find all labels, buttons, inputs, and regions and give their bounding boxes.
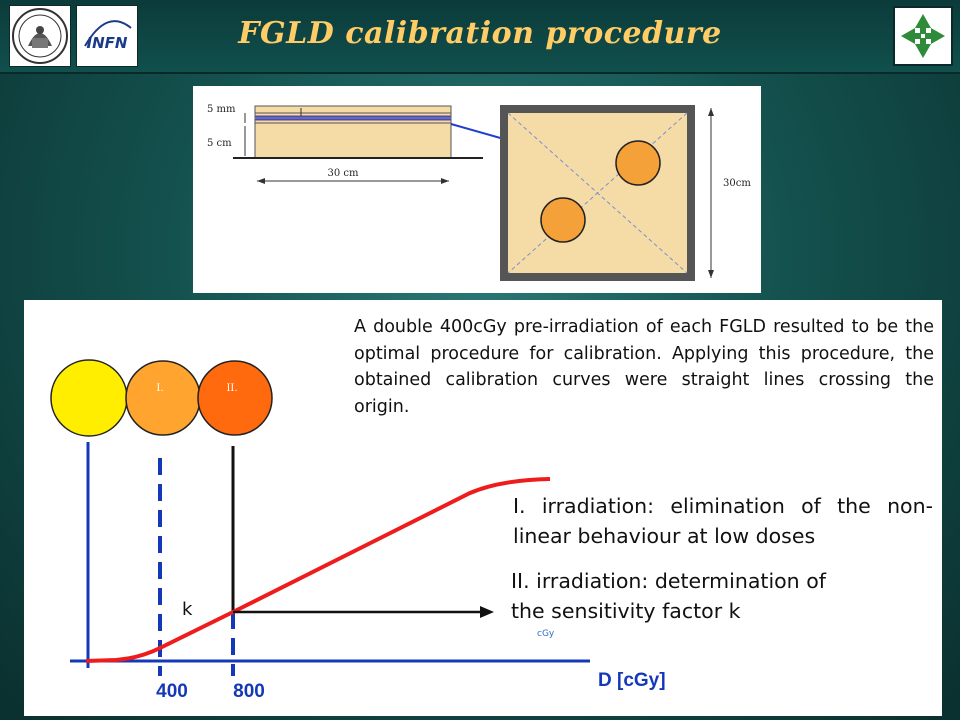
tick-label-400: 400 [156, 681, 188, 702]
circle-label-1: I. [156, 383, 163, 394]
label-5mm: 5 mm [207, 104, 236, 115]
circle-irradiation-1 [125, 360, 201, 436]
description-paragraph: A double 400cGy pre-irradiation of each … [354, 317, 934, 417]
note-irradiation-2-line2: the sensitivity factor k [511, 599, 741, 623]
infn-logo-text: INFN [87, 34, 128, 52]
dosimeter-top [615, 140, 661, 186]
university-seal-logo [9, 5, 71, 67]
compass-arrows-logo [893, 6, 953, 66]
label-30cm-width: 30 cm [328, 168, 360, 179]
label-5cm: 5 cm [207, 138, 232, 149]
calibration-curve [85, 477, 551, 663]
circle-unirradiated [50, 359, 128, 437]
x-axis-label: D [cGy] [598, 670, 666, 691]
circle-label-2: II. [226, 383, 237, 394]
label-30cm-height: 30cm [723, 178, 751, 189]
unit-label-small: cGy [537, 629, 555, 639]
header-bar [0, 0, 960, 74]
tick-label-800: 800 [233, 681, 265, 702]
infn-logo: INFN [76, 5, 138, 67]
dosimeter-bottom [540, 197, 586, 243]
note-irradiation-1: I. irradiation: elimination of the non-l… [513, 494, 933, 548]
phantom-schematic: 5 mm 5 cm 30 cm 30cm [193, 86, 761, 293]
circle-irradiation-2 [197, 360, 273, 436]
note-irradiation-2-line1: II. irradiation: determination of [511, 569, 826, 593]
k-label: k [182, 599, 193, 620]
sensitivity-arrow-head [480, 606, 494, 618]
page-title: FGLD calibration procedure [238, 16, 722, 51]
